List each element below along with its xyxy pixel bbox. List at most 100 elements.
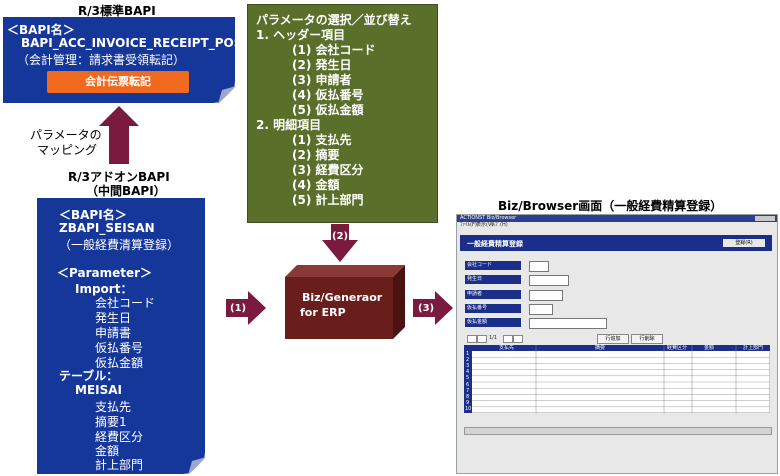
field-label-applicant (465, 290, 521, 299)
advance-amount-input[interactable] (529, 318, 607, 329)
r3-standard-bapi-title: R/3標準BAPI (78, 4, 156, 18)
param-line: (4) 仮払番号 (292, 88, 364, 102)
row-number: 4 (466, 369, 470, 375)
window-controls[interactable] (755, 216, 775, 221)
param-line: パラメータの選択／並び替え (256, 13, 412, 27)
arrow-2-label: (2) (332, 231, 349, 242)
generator-label: Biz/Generaor (302, 291, 383, 304)
menu-help[interactable]: ﾍﾙﾌﾟ(H) (490, 222, 508, 228)
addon-line: MEISAI (75, 383, 122, 397)
pager-first-button[interactable] (467, 335, 477, 343)
addon-line: 仮払金額 (95, 356, 144, 370)
column-header: 経費区分 (667, 345, 688, 351)
pager-last-button[interactable] (513, 335, 523, 343)
field-label-advance-no (465, 304, 521, 313)
column-header: 金額 (704, 345, 715, 351)
row-number: 7 (466, 388, 470, 394)
pager-prev-button[interactable] (477, 335, 487, 343)
standard-bapi-box: ＜BAPI名＞ BAPI_ACC_INVOICE_RECEIPT_POST （会… (3, 17, 251, 103)
form-title: 一般経費精算登録 (467, 240, 523, 248)
window-titlebar (457, 215, 777, 222)
arrow-3 (413, 291, 453, 325)
detail-table (464, 345, 770, 413)
field-label-date (465, 275, 521, 284)
row-number: 3 (466, 363, 470, 369)
horizontal-scrollbar[interactable] (464, 427, 772, 435)
standard-bapi-line: BAPI_ACC_INVOICE_RECEIPT_POST (21, 36, 251, 50)
arrow-2 (322, 224, 358, 262)
parameter-selection-box: パラメータの選択／並び替え 1. ヘッダー項目 (1) 会社コード (2) 発生… (247, 4, 438, 223)
addon-line: ＜Parameter＞ (57, 266, 153, 280)
folded-corner (218, 86, 236, 104)
addon-line: テーブル： (59, 369, 119, 383)
field-label-text: 仮払番号 (467, 305, 488, 311)
param-line: 1. ヘッダー項目 (256, 28, 346, 42)
generator-cube (285, 265, 405, 339)
addon-line: 金額 (95, 444, 120, 458)
addon-line: 摘要1 (95, 415, 127, 429)
row-number: 6 (466, 382, 470, 388)
param-line: (1) 支払先 (292, 133, 352, 147)
arrow-1 (226, 291, 266, 325)
field-label-text: 仮払金額 (467, 319, 488, 325)
row-number: 10 (465, 406, 472, 412)
advance-no-input[interactable] (529, 304, 553, 315)
company-code-input[interactable] (529, 261, 549, 272)
field-label-company (465, 261, 521, 270)
menu-file[interactable]: ﾌｧｲﾙ(F) (460, 222, 477, 228)
generator-label: for ERP (300, 306, 346, 319)
window-title: ACTIONST Biz/Browser (460, 215, 517, 221)
standard-bapi-line: （会計管理：請求書受領転記） (17, 53, 186, 67)
param-line: (2) 発生日 (292, 58, 352, 72)
addon-line: 仮払番号 (95, 341, 144, 355)
addon-bapi-subtitle: （中間BAPI） (86, 184, 166, 198)
accounting-posting-button: 会計伝票転記 (47, 71, 189, 93)
param-line: (2) 摘要 (292, 148, 340, 162)
add-row-button[interactable]: 行追加 (597, 334, 629, 344)
mapping-up-arrow (99, 106, 139, 164)
addon-line: Import： (75, 282, 133, 296)
menu-view[interactable]: 表示(V) (476, 222, 494, 228)
field-label-text: 発生日 (467, 276, 483, 282)
applicant-input[interactable] (529, 290, 563, 301)
addon-line: 計上部門 (95, 458, 144, 472)
addon-line: 発生日 (95, 311, 132, 325)
addon-line: 経費区分 (95, 430, 144, 444)
param-line: 2. 明細項目 (256, 118, 322, 132)
field-label-text: 申請者 (467, 291, 483, 297)
param-line: (3) 申請者 (292, 73, 352, 87)
addon-bapi-title: R/3アドオンBAPI (68, 170, 170, 184)
param-line: (1) 会社コード (292, 43, 376, 57)
row-number: 1 (466, 351, 470, 357)
addon-line: ＜BAPI名＞ (59, 208, 127, 222)
addon-bapi-box: ＜BAPI名＞ ZBAPI_SEISAN （一般経費清算登録） ＜Paramet… (37, 198, 205, 474)
standard-bapi-line: ＜BAPI名＞ (7, 23, 75, 37)
field-label-text: 会社コード (467, 262, 493, 268)
param-line: (4) 金額 (292, 178, 340, 192)
mapping-label: マッピング (37, 143, 98, 157)
param-line: (5) 仮払金額 (292, 103, 364, 117)
form-header (460, 235, 772, 251)
date-input[interactable] (529, 275, 569, 286)
folded-corner (188, 457, 206, 475)
arrow-3-label: (3) (418, 303, 435, 314)
pager-text: 1/1 (489, 335, 498, 341)
row-number: 8 (466, 394, 470, 400)
column-header: 摘要 (595, 345, 606, 351)
param-line: (3) 経費区分 (292, 163, 364, 177)
column-header: 支払先 (499, 345, 515, 351)
row-number: 5 (466, 375, 470, 381)
register-button[interactable]: 登録(R) (723, 239, 765, 247)
param-line: (5) 計上部門 (292, 193, 364, 207)
column-header: 計上部門 (743, 345, 764, 351)
delete-row-button[interactable]: 行削除 (631, 334, 663, 344)
arrow-1-label: (1) (230, 303, 247, 314)
row-number: 9 (466, 400, 470, 406)
addon-line: （一般経費清算登録） (59, 238, 180, 252)
pager-next-button[interactable] (503, 335, 513, 343)
browser-caption: Biz/Browser画面（一般経費精算登録） (498, 199, 723, 213)
addon-line: 支払先 (95, 400, 132, 414)
mapping-label: パラメータの (30, 128, 102, 142)
addon-line: 会社コード (95, 296, 156, 310)
addon-line: 申請書 (95, 326, 132, 340)
